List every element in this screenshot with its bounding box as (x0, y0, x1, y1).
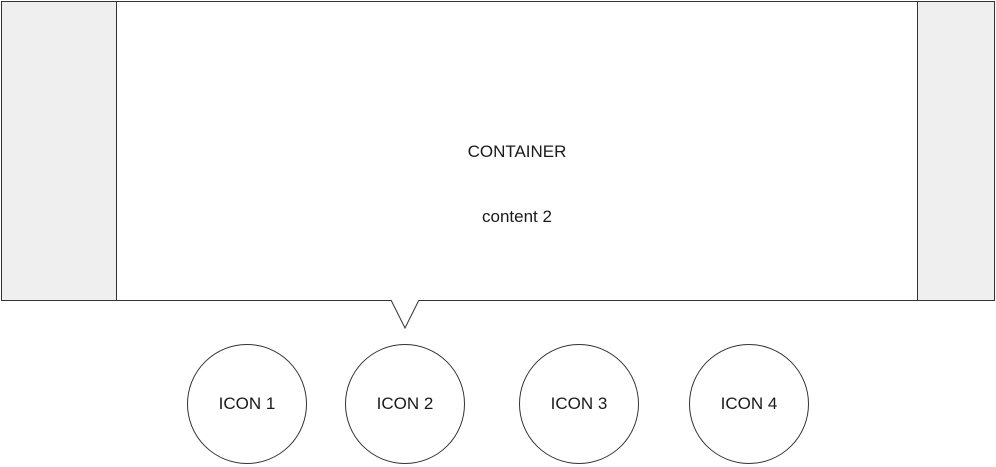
icon-3-button[interactable]: ICON 3 (519, 344, 639, 464)
carousel-container: CONTAINER content 2 (1, 1, 995, 301)
icon-2-button[interactable]: ICON 2 (345, 344, 465, 464)
icon-4-button[interactable]: ICON 4 (689, 344, 809, 464)
container-title: CONTAINER (467, 142, 567, 161)
icon-2-label: ICON 2 (376, 394, 434, 413)
container-content: content 2 (482, 207, 552, 226)
pointer-outline (390, 300, 420, 330)
icon-3-label: ICON 3 (550, 394, 608, 413)
previous-slide-panel[interactable] (2, 2, 117, 300)
icon-1-label: ICON 1 (218, 394, 276, 413)
active-icon-pointer (390, 300, 420, 330)
icon-1-button[interactable]: ICON 1 (187, 344, 307, 464)
next-slide-panel[interactable] (917, 2, 994, 300)
icon-4-label: ICON 4 (720, 394, 778, 413)
